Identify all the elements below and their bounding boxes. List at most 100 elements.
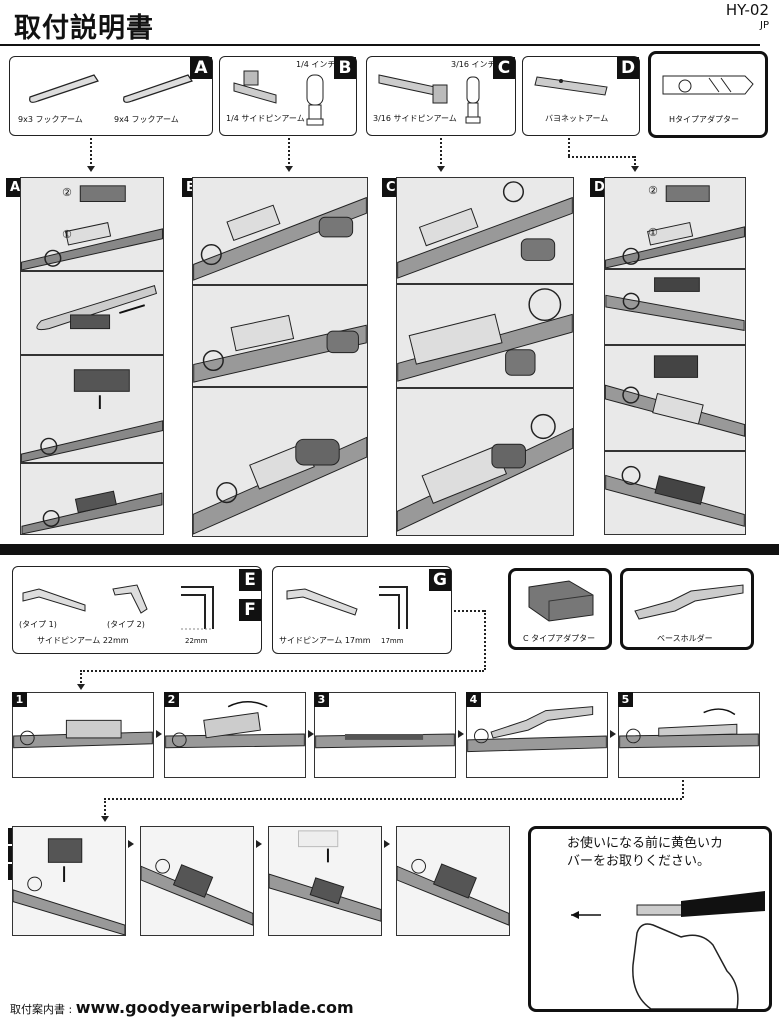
- dim-17mm: 17mm: [381, 637, 404, 645]
- adapter-box-d: D バヨネットアーム: [522, 56, 640, 136]
- step-arrow-4: [610, 730, 616, 738]
- base-holder-drawing: [634, 584, 744, 620]
- step-panel-2: [164, 692, 306, 778]
- model-number: HY-02: [725, 1, 769, 19]
- panel-b2: [192, 285, 368, 387]
- step-panel-5: [618, 692, 760, 778]
- connector-g4: [80, 670, 82, 686]
- adapter-box-ef: (タイプ 1) (タイプ 2) サイドピンアーム 22mm 22mm E F: [12, 566, 262, 654]
- step-number-2: 2: [164, 692, 179, 707]
- connector-s1: [682, 780, 684, 798]
- letter-g: G: [429, 569, 451, 591]
- type2-label: (タイプ 2): [107, 620, 145, 629]
- yellow-cover-note-box: お使いになる前に黄色いカ バーをお取りください。: [528, 826, 772, 1012]
- efg-panel-1: [12, 826, 126, 936]
- letter-f: F: [239, 599, 261, 621]
- caption-c-adapter: C タイプアダプター: [523, 634, 596, 643]
- connector-s2: [104, 798, 682, 800]
- panel-a3: [20, 355, 164, 463]
- adapter-box-g: サイドピンアーム 17mm 17mm G: [272, 566, 452, 654]
- note-line-1: お使いになる前に黄色いカ: [567, 836, 724, 851]
- dim-22mm: 22mm: [185, 637, 208, 645]
- efg-arrow-2: [256, 840, 262, 848]
- side-pin-arm-drawing-c: [378, 74, 448, 104]
- step-panel-4: [466, 692, 608, 778]
- letter-c: C: [493, 57, 515, 79]
- panel-a4: [20, 463, 164, 535]
- callout-d-1: ①: [648, 226, 658, 239]
- panel-d2-art: [605, 277, 745, 331]
- step-number-4: 4: [466, 692, 481, 707]
- region-code: JP: [760, 20, 769, 31]
- connector-d1: [568, 138, 570, 156]
- letter-b: B: [334, 57, 356, 79]
- caption-ef: サイドピンアーム 22mm: [37, 636, 129, 645]
- step-panel-1: [12, 692, 154, 778]
- bayonet-arm-drawing: [534, 76, 608, 96]
- panel-b3: [192, 387, 368, 537]
- panel-d1: [604, 177, 746, 269]
- callout-a-1: ①: [62, 228, 72, 241]
- step-arrow-3: [458, 730, 464, 738]
- dim-b: 1/4 インチ: [296, 60, 336, 69]
- panel-a1: [20, 177, 164, 271]
- panel-c3-art: [397, 413, 573, 532]
- footer-label: 取付案内書 :: [10, 1003, 76, 1016]
- panel-d1-art: [605, 185, 745, 268]
- step-number-3: 3: [314, 692, 329, 707]
- connector-b: [288, 138, 290, 168]
- efg-panel-2: [140, 826, 254, 936]
- arrow-d: [631, 166, 639, 172]
- step-number-1: 1: [12, 692, 27, 707]
- adapter-box-h: Hタイプアダプター: [648, 51, 768, 138]
- panel-b1-art: [193, 196, 367, 281]
- adapter-box-c: 3/16 インチ C 3/16 サイドピンアーム: [366, 56, 516, 136]
- panel-a4-art: [21, 490, 163, 534]
- letter-e: E: [239, 569, 261, 591]
- panel-a3-art: [21, 369, 163, 462]
- remove-cover-drawing: [571, 891, 765, 1009]
- adapter-box-a: A 9x3 フックアーム 9x4 フックアーム: [9, 56, 213, 136]
- pin-diagram-b: [306, 74, 324, 126]
- arrow-c: [437, 166, 445, 172]
- website-link[interactable]: www.goodyearwiperblade.com: [75, 998, 354, 1017]
- dim-c: 3/16 インチ: [451, 60, 496, 69]
- letter-d: D: [617, 57, 639, 79]
- side-pin-22-drawing: [22, 584, 148, 614]
- base-holder-box: ベースホルダー: [620, 568, 754, 650]
- profile-17mm: [379, 586, 408, 629]
- connector-g1: [454, 610, 484, 612]
- caption-9x3: 9x3 フックアーム: [18, 115, 83, 124]
- connector-c: [440, 138, 442, 168]
- arrow-b: [285, 166, 293, 172]
- panel-d4: [604, 451, 746, 535]
- connector-d3: [634, 156, 636, 168]
- efg-panel-3: [268, 826, 382, 936]
- step-panel-3: [314, 692, 456, 778]
- step-5-art: [619, 708, 759, 749]
- efg-2-art: [141, 858, 253, 926]
- yellow-cover-note: お使いになる前に黄色いカ バーをお取りください。: [567, 835, 767, 871]
- profile-22mm: [181, 586, 214, 630]
- h-adapter-drawing: [662, 75, 754, 95]
- panel-d4-art: [605, 465, 745, 527]
- step-2-art: [165, 701, 305, 749]
- panel-d2: [604, 269, 746, 345]
- connector-s3: [104, 798, 106, 818]
- side-pin-17-drawing: [286, 588, 358, 616]
- arrow-efg: [101, 816, 109, 822]
- adapter-box-b: 1/4 インチ B 1/4 サイドピンアーム: [219, 56, 357, 136]
- step-1-art: [13, 719, 153, 749]
- pin-diagram-c: [465, 76, 481, 124]
- connector-d2: [568, 156, 634, 158]
- panel-b3-art: [193, 436, 367, 535]
- panel-c3: [396, 388, 574, 536]
- step-number-5: 5: [618, 692, 633, 707]
- c-adapter-drawing: [528, 580, 594, 622]
- step-arrow-2: [308, 730, 314, 738]
- footer: 取付案内書 : www.goodyearwiperblade.com: [10, 998, 354, 1017]
- model-code: HY-02 JP: [726, 2, 769, 34]
- connector-g2: [484, 610, 486, 670]
- caption-base-holder: ベースホルダー: [657, 634, 713, 643]
- caption-g: サイドピンアーム 17mm: [279, 636, 371, 645]
